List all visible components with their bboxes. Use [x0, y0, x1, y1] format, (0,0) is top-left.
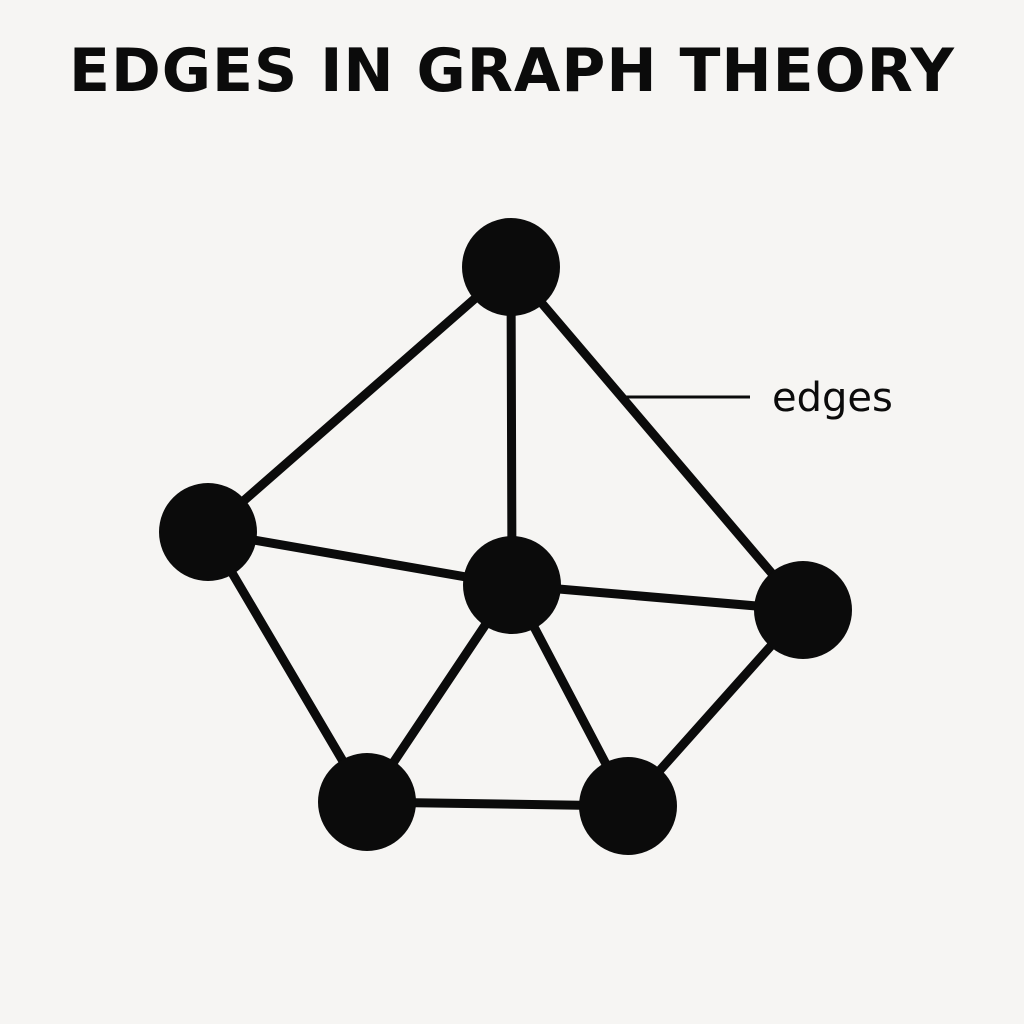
node-center — [463, 536, 561, 634]
edge-left-center — [203, 527, 517, 590]
node-top — [462, 218, 560, 316]
node-bottom-right — [579, 757, 677, 855]
page-title: EDGES IN GRAPH THEORY — [68, 36, 956, 106]
edge-top-right — [506, 262, 808, 615]
nodes-layer — [159, 218, 852, 855]
edge-top-left — [203, 262, 516, 537]
node-left — [159, 483, 257, 581]
edge-left-bottom-left — [203, 527, 372, 807]
node-right — [754, 561, 852, 659]
node-bottom-left — [318, 753, 416, 851]
edge-top-center — [506, 262, 517, 590]
edge-label: edges — [772, 375, 893, 421]
